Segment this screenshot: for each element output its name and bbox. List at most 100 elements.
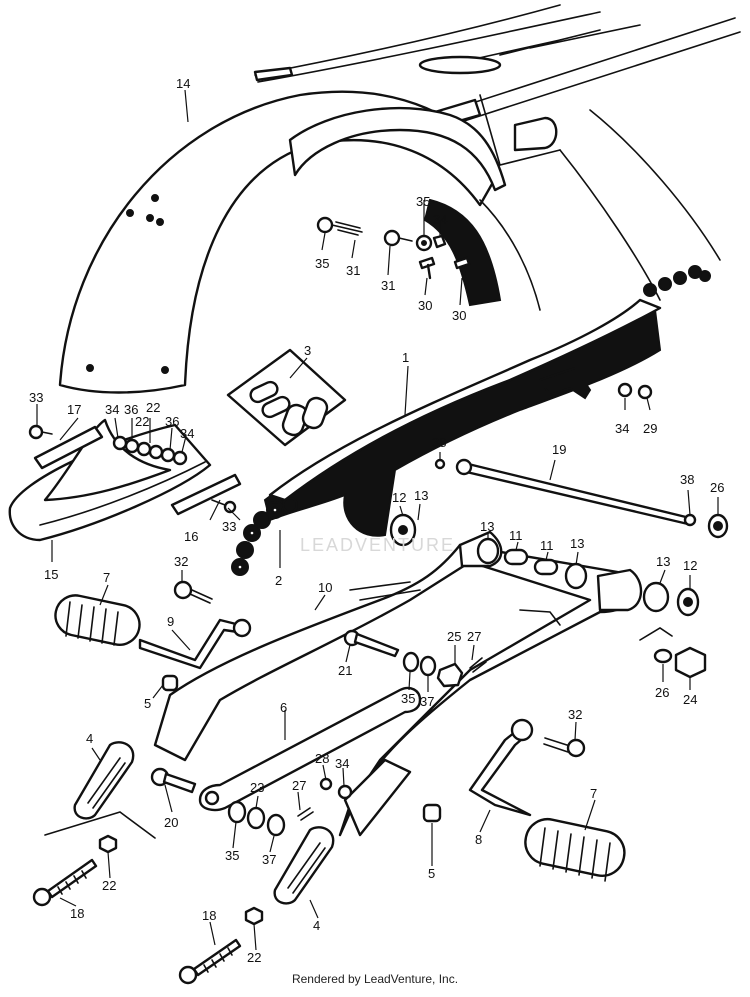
nut-22-right: [244, 906, 264, 926]
callout-36: 36: [165, 414, 179, 429]
pivot-nut-24: [674, 646, 707, 679]
callout-19: 19: [552, 442, 566, 457]
callout-33: 33: [222, 519, 236, 534]
callout-35: 35: [401, 691, 415, 706]
callout-34: 34: [335, 756, 349, 771]
callout-13: 13: [570, 536, 584, 551]
callout-1: 1: [402, 350, 409, 365]
footer-credit: Rendered by LeadVenture, Inc.: [291, 972, 459, 986]
swing-arm: [153, 530, 643, 837]
callout-38: 38: [680, 472, 694, 487]
callout-22: 22: [135, 414, 149, 429]
callout-11: 11: [509, 528, 523, 543]
case-screw-29: [617, 382, 653, 400]
callout-22: 22: [146, 400, 160, 415]
footpeg-bar-9: [138, 618, 252, 670]
callout-38: 38: [432, 435, 446, 450]
callout-20: 20: [164, 815, 178, 830]
guard-bolt-33-left: [28, 424, 53, 440]
callout-13: 13: [656, 554, 670, 569]
footpeg-rubber-7-right: [524, 817, 626, 882]
fender-bolt-holes: [86, 194, 169, 374]
callout-34: 34: [615, 421, 629, 436]
callout-25: 25: [447, 629, 461, 644]
callout-22: 22: [102, 878, 116, 893]
footpeg-bolt-32-left: [173, 580, 213, 604]
watermark: LEADVENTURE: [300, 535, 456, 555]
callout-15: 15: [44, 567, 58, 582]
callout-6: 6: [280, 700, 287, 715]
nut-22-left: [98, 834, 118, 854]
footpeg-bar-8: [468, 718, 534, 817]
drive-chain-segment-top: [643, 265, 711, 297]
callout-14: 14: [176, 76, 190, 91]
leader-lines: [36, 89, 719, 951]
long-bolt-18-left: [32, 858, 98, 907]
torque-link-6: [198, 686, 422, 812]
bracket-4-left: [44, 741, 156, 839]
callout-3: 3: [304, 343, 311, 358]
callout-36: 36: [124, 402, 138, 417]
callout-18: 18: [70, 906, 84, 921]
callout-10: 10: [318, 580, 332, 595]
callout-28: 28: [315, 751, 329, 766]
callout-35: 35: [225, 848, 239, 863]
fender-bolt-31-right: [383, 229, 413, 247]
bolt-28-washer-34: [319, 777, 353, 800]
long-bolt-18-right: [178, 938, 242, 985]
callout-4: 4: [86, 731, 93, 746]
callout-5: 5: [144, 696, 151, 711]
callout-8: 8: [475, 832, 482, 847]
castle-nut-25: [436, 662, 464, 688]
washers-35-37: [402, 651, 437, 677]
callout-31: 31: [381, 278, 395, 293]
torque-bolt-21: [343, 629, 400, 658]
rear-fender: [58, 90, 541, 394]
callout-7: 7: [590, 786, 597, 801]
fender-screws-30: [418, 256, 471, 280]
callout-30: 30: [418, 298, 432, 313]
callout-9: 9: [167, 614, 174, 629]
washers-35-23-37-lower: [227, 800, 286, 837]
callout-4: 4: [313, 918, 320, 933]
bolt-20: [150, 767, 197, 794]
guard-bolt-33-right: [211, 499, 237, 514]
guard-stay-17: [33, 425, 104, 470]
pivot-washer-26: [639, 627, 673, 664]
callout-23: 23: [250, 780, 264, 795]
cotter-pin-27-lower: [297, 807, 314, 821]
cotter-pin-27-top: [469, 657, 487, 673]
callout-labels: 14 35 31 31 35 34 30 30 3 1 33 17 34 36 …: [29, 76, 724, 965]
chain-case: [263, 265, 711, 537]
callout-26: 26: [655, 685, 669, 700]
callout-35: 35: [416, 194, 430, 209]
washer-35-and-nut-34: [415, 234, 447, 252]
callout-21: 21: [338, 663, 352, 678]
callout-34: 34: [105, 402, 119, 417]
callout-29: 29: [643, 421, 657, 436]
bracket-4-right: [273, 826, 335, 905]
callout-32: 32: [568, 707, 582, 722]
guard-stay-16: [170, 473, 242, 516]
pivot-bushings: [389, 513, 700, 617]
chain-joint-kit: [226, 348, 347, 447]
fender-bolt-31-left: [316, 216, 363, 236]
callout-5: 5: [428, 866, 435, 881]
callout-7: 7: [103, 570, 110, 585]
callout-31: 31: [346, 263, 360, 278]
collar-5-left: [161, 674, 179, 692]
footpeg-bolt-32-right: [543, 737, 586, 758]
callout-34: 34: [180, 426, 194, 441]
callout-30: 30: [452, 308, 466, 323]
callout-27: 27: [292, 778, 306, 793]
callout-26: 26: [710, 480, 724, 495]
callout-18: 18: [202, 908, 216, 923]
callout-22: 22: [247, 950, 261, 965]
callout-24: 24: [683, 692, 697, 707]
callout-13: 13: [480, 519, 494, 534]
callout-37: 37: [420, 694, 434, 709]
callout-12: 12: [683, 558, 697, 573]
callout-33: 33: [29, 390, 43, 405]
footpeg-rubber-7-left: [54, 594, 141, 646]
